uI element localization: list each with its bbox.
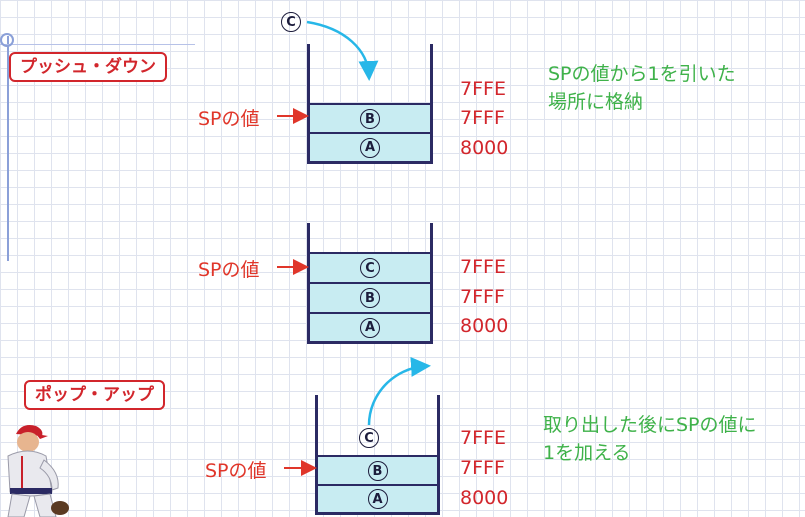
stack-cell-c: C xyxy=(310,252,430,282)
stack-after-push: C B A xyxy=(307,223,433,344)
item-a: A xyxy=(360,317,380,338)
stack-cell-a: A xyxy=(310,312,430,341)
address-8000: 8000 xyxy=(460,137,509,159)
stack-cell-b: B xyxy=(310,103,430,133)
item-c: C xyxy=(360,258,380,278)
item-b: B xyxy=(367,461,388,481)
push-arrow xyxy=(306,20,379,81)
item-a: A xyxy=(367,489,388,509)
item-c-popped: C xyxy=(359,428,379,448)
stack-push: B A xyxy=(307,44,433,164)
sp-pointer-label: SPの値 xyxy=(205,460,267,482)
push-note-line1: SPの値から1を引いた xyxy=(548,63,736,85)
push-down-label: プッシュ・ダウン xyxy=(9,52,167,82)
baseball-player-illustration xyxy=(7,425,69,517)
address-8000: 8000 xyxy=(460,487,509,509)
guide-line-vertical xyxy=(7,36,9,261)
pop-note: 取り出した後にSPの値に 1を加える xyxy=(543,411,757,467)
item-c-incoming: C xyxy=(281,12,301,32)
stack-cell-a: A xyxy=(310,132,430,161)
address-7fff: 7FFF xyxy=(460,286,505,308)
sp-pointer-label: SPの値 xyxy=(198,259,260,281)
sp-pointer-label: SPの値 xyxy=(198,108,260,130)
address-7ffe: 7FFE xyxy=(460,427,506,449)
pop-up-label: ポップ・アップ xyxy=(24,380,165,410)
push-note: SPの値から1を引いた 場所に格納 xyxy=(548,60,736,116)
pop-note-line1: 取り出した後にSPの値に xyxy=(543,414,757,436)
pop-arrow xyxy=(367,356,431,426)
push-note-line2: 場所に格納 xyxy=(548,91,644,113)
item-b: B xyxy=(360,109,380,129)
guide-line-horizontal xyxy=(0,44,195,45)
item-a: A xyxy=(360,137,380,158)
pop-note-line2: 1を加える xyxy=(543,442,631,464)
guide-handle xyxy=(0,33,14,47)
stack-cell-b: B xyxy=(318,455,437,485)
address-7fff: 7FFF xyxy=(460,107,505,129)
address-7fff: 7FFF xyxy=(460,457,505,479)
item-b: B xyxy=(360,288,380,308)
address-8000: 8000 xyxy=(460,315,509,337)
address-7ffe: 7FFE xyxy=(460,78,506,100)
address-7ffe: 7FFE xyxy=(460,256,506,278)
stack-cell-a: A xyxy=(318,484,437,512)
stack-pop: B A xyxy=(315,395,440,515)
stack-cell-b: B xyxy=(310,282,430,312)
